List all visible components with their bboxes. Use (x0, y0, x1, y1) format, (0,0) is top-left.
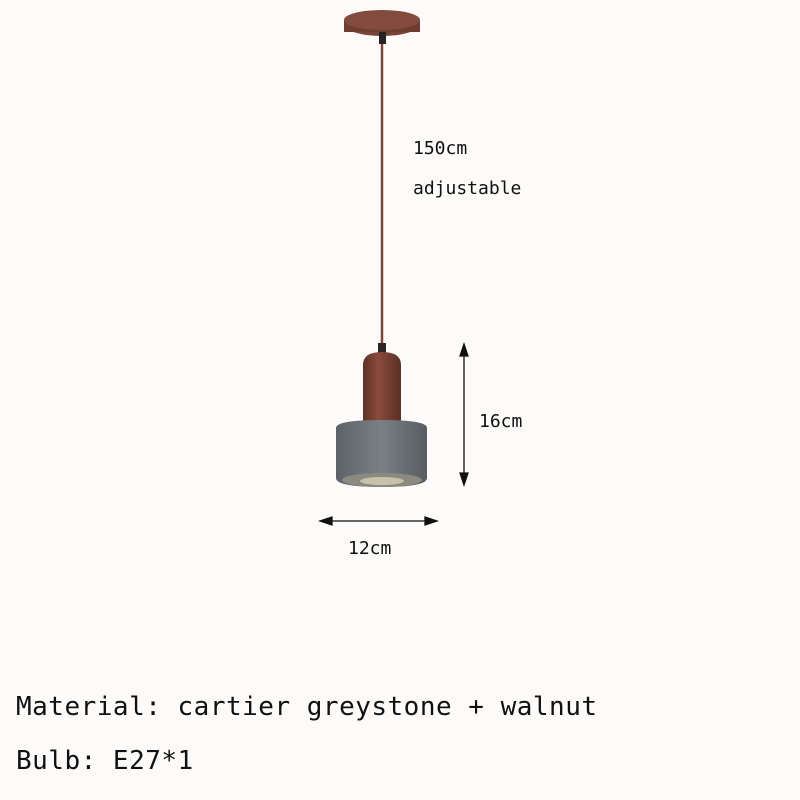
walnut-socket-holder (363, 352, 401, 423)
ceiling-canopy (344, 10, 420, 44)
cord-connector (378, 343, 386, 353)
height-dimension-arrow (459, 341, 469, 488)
greystone-shade (336, 420, 427, 487)
width-label: 12cm (348, 538, 392, 559)
bulb-spec: Bulb: E27*1 (16, 746, 194, 776)
height-label: 16cm (479, 411, 523, 432)
width-dimension-arrow (317, 516, 440, 526)
cord-length-label: 150cm (413, 138, 468, 159)
material-spec: Material: cartier greystone + walnut (16, 692, 598, 722)
cord-adjustable-label: adjustable (413, 178, 522, 199)
